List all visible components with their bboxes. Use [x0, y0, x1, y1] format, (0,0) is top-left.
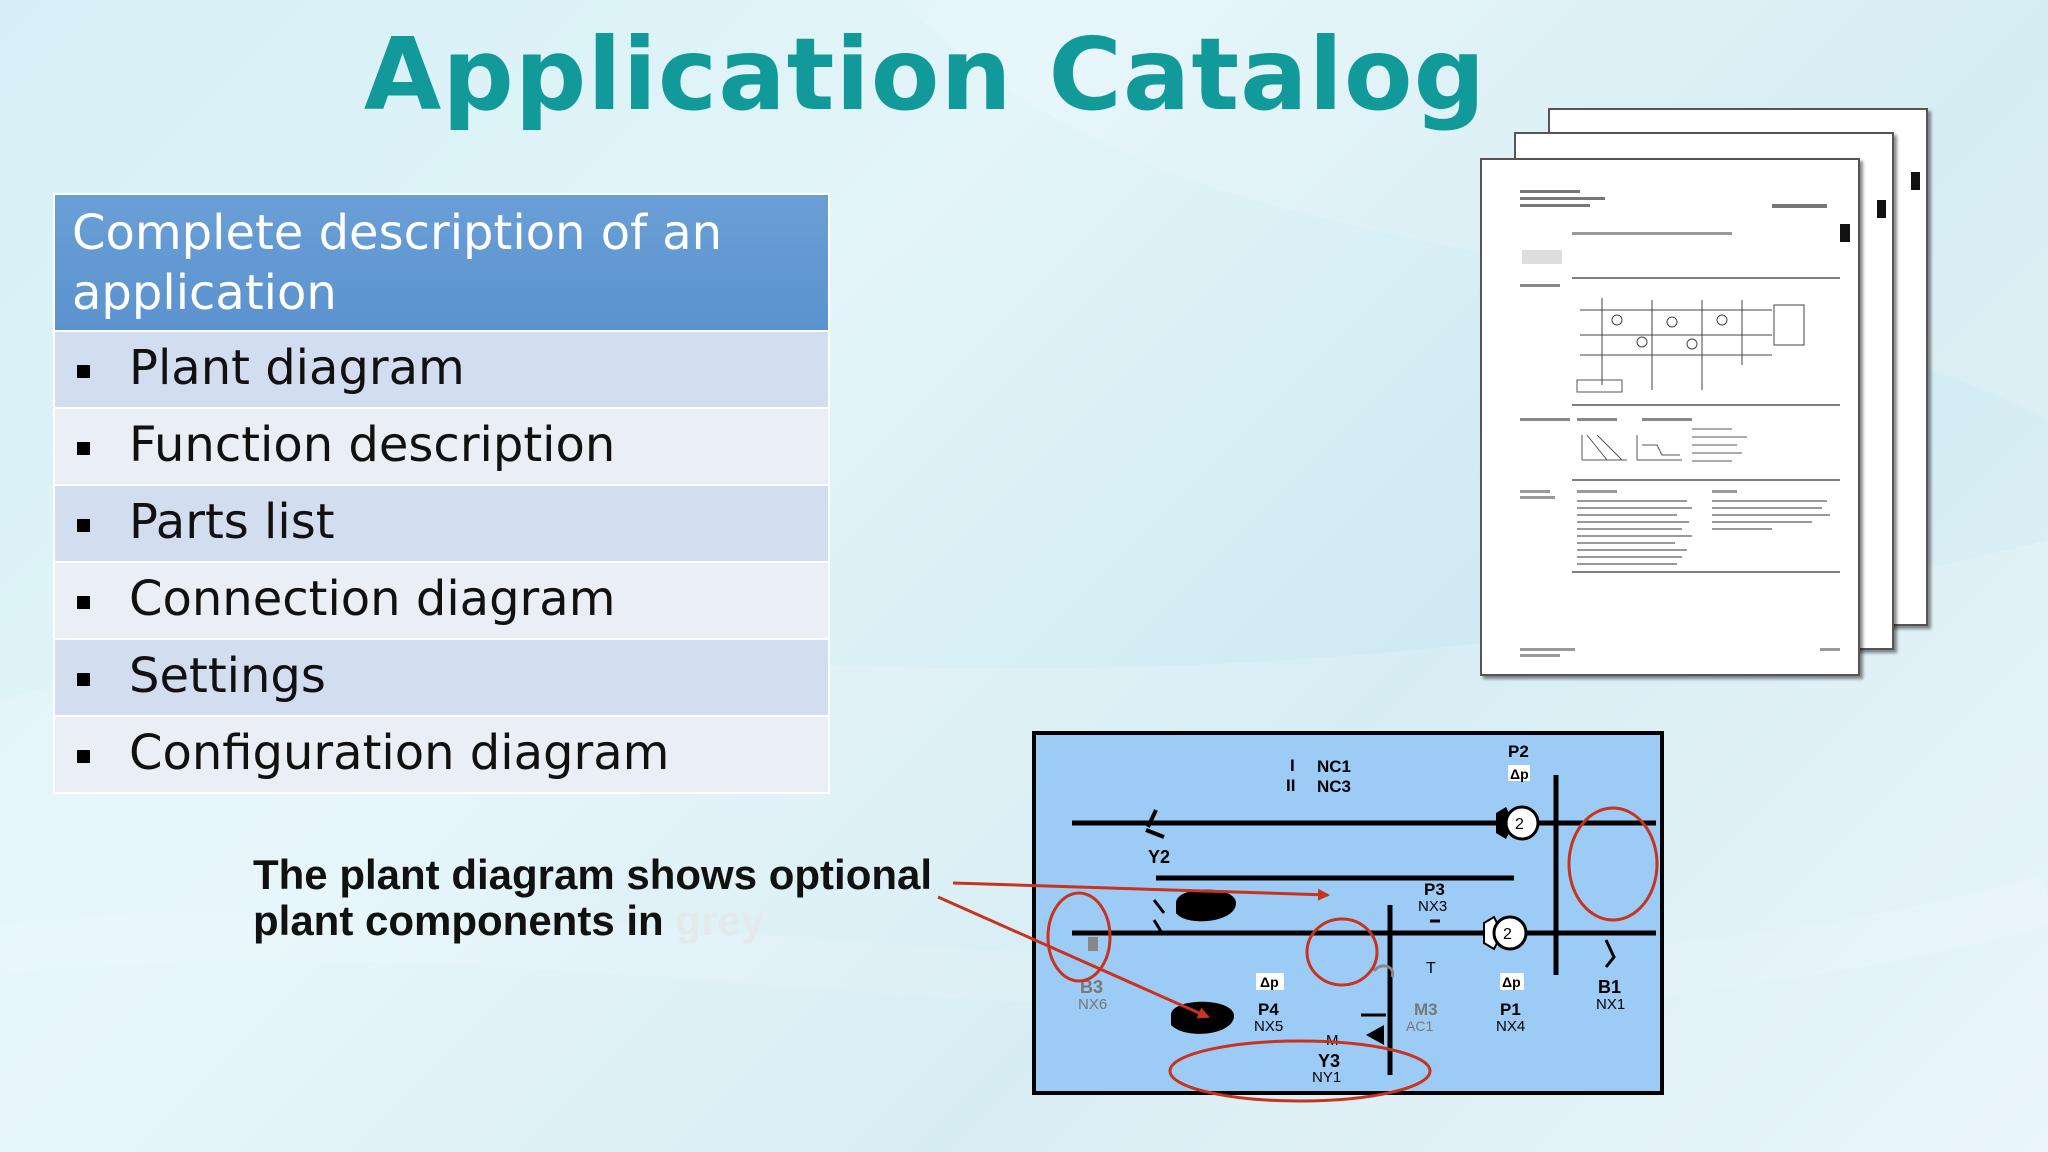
svg-text:B1: B1 [1598, 977, 1621, 997]
svg-text:T: T [1426, 960, 1436, 977]
svg-text:NC3: NC3 [1317, 777, 1351, 796]
svg-text:2: 2 [1503, 926, 1512, 943]
svg-text:P4: P4 [1258, 1000, 1279, 1019]
svg-text:I: I [1290, 756, 1295, 775]
list-item-label: Parts list [129, 494, 335, 550]
bullet-icon [77, 365, 90, 378]
caption-line-1: The plant diagram shows optional [253, 851, 933, 898]
svg-text:NC1: NC1 [1317, 757, 1351, 776]
svg-text:2: 2 [1515, 816, 1524, 833]
svg-text:II: II [1286, 776, 1295, 795]
list-item-label: Settings [129, 648, 326, 704]
document-page-front [1480, 158, 1860, 676]
svg-text:P2: P2 [1508, 742, 1529, 761]
svg-text:Y3: Y3 [1318, 1051, 1340, 1071]
bullet-icon [77, 673, 90, 686]
list-item-label: Plant diagram [129, 340, 465, 396]
svg-text:AC1: AC1 [1406, 1018, 1433, 1034]
bullet-icon [77, 519, 90, 532]
slide-title: Application Catalog [363, 16, 1487, 133]
caption-line-2: plant components in grey [253, 897, 765, 944]
description-table: Complete description of an application P… [53, 193, 830, 794]
table-header: Complete description of an application [53, 193, 830, 332]
svg-text:NX4: NX4 [1496, 1018, 1525, 1035]
svg-text:M3: M3 [1414, 1000, 1438, 1019]
svg-text:Δp: Δp [1260, 974, 1279, 990]
svg-text:NX1: NX1 [1596, 996, 1625, 1013]
list-item: Connection diagram [53, 561, 830, 640]
list-item-label: Configuration diagram [129, 725, 670, 781]
catalog-document-stack [1478, 108, 1928, 678]
plant-diagram-svg: I II NC1 NC3 P2 Δp 2 Y2 P3 NX3 T 2 B1 NX… [1072, 742, 1656, 1086]
svg-text:Δp: Δp [1502, 974, 1521, 990]
svg-text:NX3: NX3 [1418, 898, 1447, 915]
caption-grey-word: grey [675, 897, 765, 944]
list-item: Function description [53, 407, 830, 486]
list-item: Configuration diagram [53, 715, 830, 794]
svg-text:NX6: NX6 [1078, 996, 1107, 1013]
svg-text:Δp: Δp [1510, 766, 1529, 782]
bullet-icon [77, 750, 90, 763]
svg-text:P1: P1 [1500, 1000, 1521, 1019]
list-item: Settings [53, 638, 830, 717]
bullet-icon [77, 596, 90, 609]
list-item-label: Function description [129, 417, 616, 473]
list-item-label: Connection diagram [129, 571, 616, 627]
svg-text:B3: B3 [1080, 977, 1103, 997]
list-item: Parts list [53, 484, 830, 563]
svg-text:M: M [1326, 1032, 1339, 1049]
list-item: Plant diagram [53, 330, 830, 409]
plant-diagram-caption: The plant diagram shows optional plant c… [253, 852, 932, 944]
svg-text:NX5: NX5 [1254, 1018, 1283, 1035]
document-thumbnail [1520, 190, 1850, 657]
svg-text:Y2: Y2 [1148, 847, 1170, 867]
svg-text:P3: P3 [1424, 880, 1445, 899]
svg-text:NY1: NY1 [1312, 1069, 1341, 1086]
plant-diagram: I II NC1 NC3 P2 Δp 2 Y2 P3 NX3 T 2 B1 NX… [1032, 731, 1664, 1095]
bullet-icon [77, 442, 90, 455]
